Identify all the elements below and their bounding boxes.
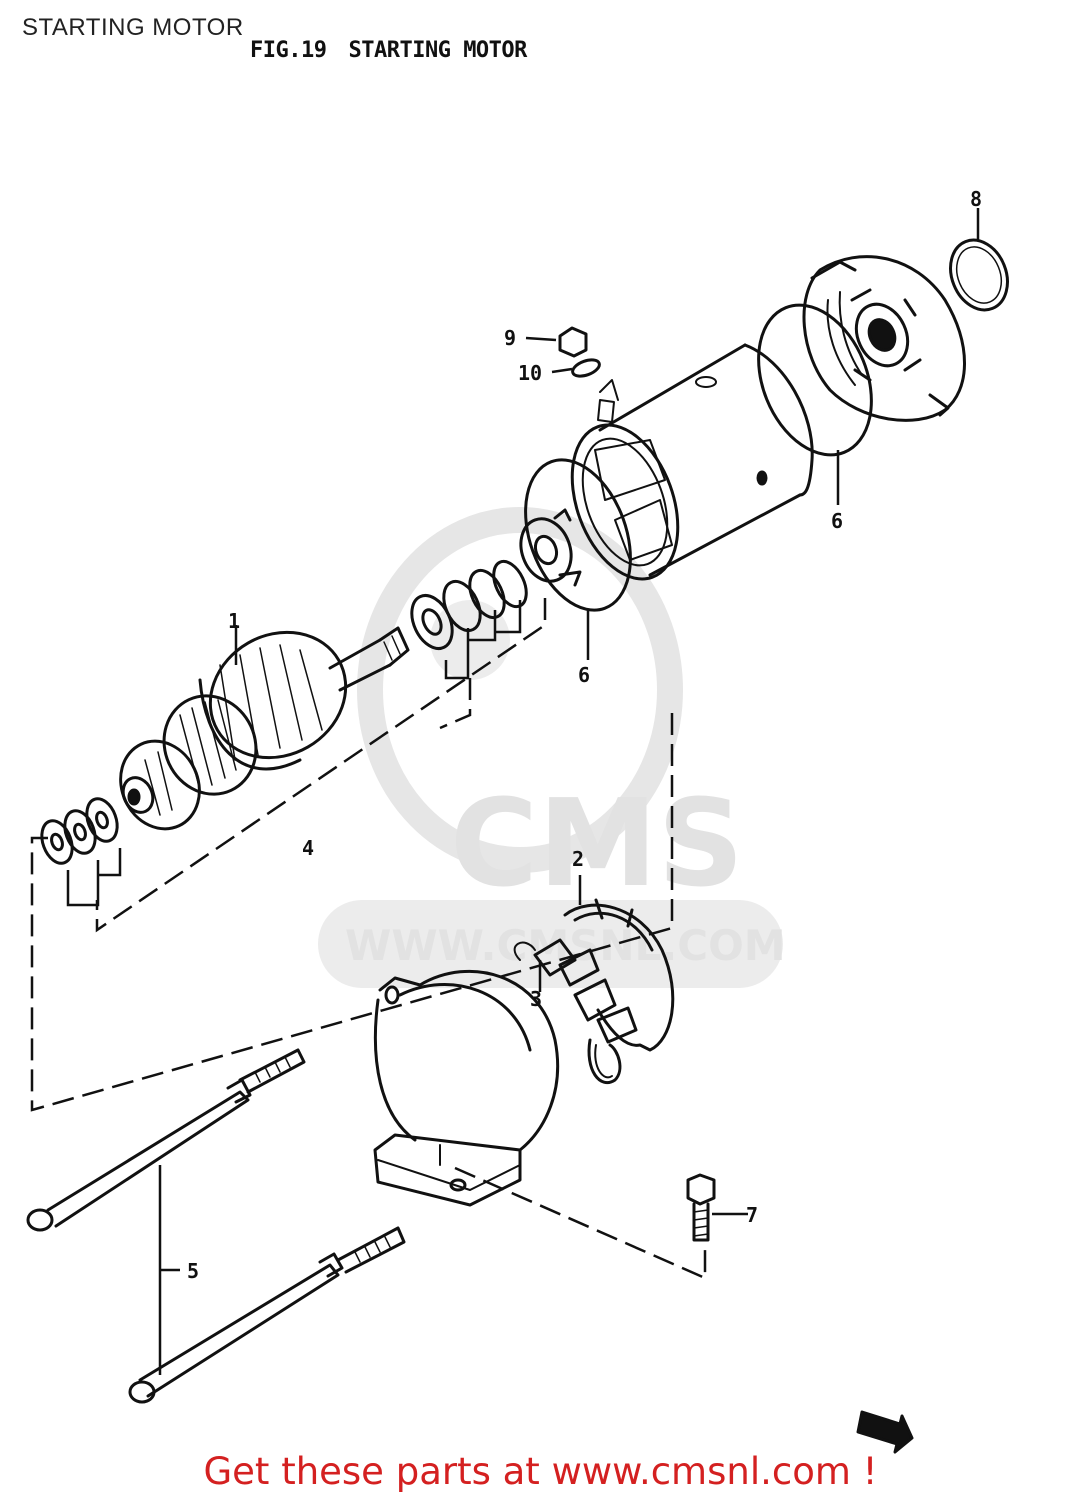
callout-6-upper: 6	[831, 509, 843, 533]
callout-8: 8	[970, 187, 982, 211]
washer-10	[571, 358, 601, 378]
figure-number: FIG.19	[250, 38, 327, 63]
brush-plate-2	[563, 898, 675, 1052]
nut-9	[558, 326, 588, 358]
page-title: STARTING MOTOR	[22, 14, 244, 41]
front-housing	[373, 969, 560, 1207]
shim-set-upper	[410, 559, 528, 650]
callout-4: 4	[302, 836, 314, 860]
figure-title: STARTING MOTOR	[348, 38, 527, 63]
callout-6-lower: 6	[578, 663, 590, 687]
callout-leaders	[66, 208, 980, 1375]
fwd-arrow-icon	[856, 1410, 914, 1454]
callout-7: 7	[746, 1203, 758, 1227]
footer-link-text[interactable]: Get these parts at www.cmsnl.com !	[203, 1450, 878, 1493]
callout-10: 10	[518, 361, 542, 385]
through-bolts-5	[26, 1048, 406, 1404]
rear-end-cover	[802, 255, 966, 422]
callout-2: 2	[572, 847, 584, 871]
screw-7	[686, 1173, 716, 1242]
assembly-guides	[30, 598, 707, 1280]
o-ring-6-upper	[757, 303, 873, 457]
callout-5: 5	[187, 1259, 199, 1283]
callout-labels: 8 9 10 6 6 1 4 2 3 7 5	[187, 187, 982, 1283]
brush-holder-3	[513, 938, 638, 1084]
o-ring-8	[949, 238, 1009, 312]
callout-9: 9	[504, 326, 516, 350]
armature-1	[119, 626, 410, 831]
shim-set-lower	[40, 797, 119, 865]
callout-1: 1	[228, 609, 240, 633]
motor-yoke	[570, 343, 814, 581]
callout-3: 3	[530, 987, 542, 1011]
watermark: CMS WWW.CMSNL.COM	[318, 507, 786, 988]
o-ring-6-lower	[524, 458, 632, 612]
figure-caption: FIG.19 STARTING MOTOR	[250, 38, 549, 63]
lock-plate	[519, 508, 582, 587]
watermark-logo: CMS	[450, 775, 744, 914]
